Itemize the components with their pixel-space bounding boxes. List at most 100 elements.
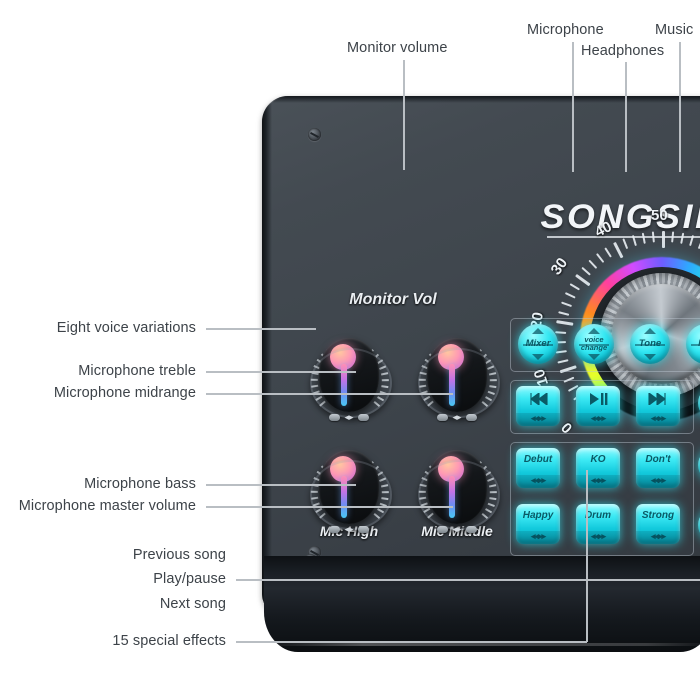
minus-pill-icon[interactable] (329, 414, 341, 421)
mic-button[interactable]: Mic (686, 324, 700, 364)
monitor-scale-tick (588, 259, 598, 269)
mic-middle-knob-controls[interactable]: ◂▸ (426, 412, 488, 423)
mic-vol-knob[interactable]: ◂▸ (418, 446, 500, 535)
previous-track-icon (530, 393, 548, 405)
mic-middle-knob-streak (449, 364, 455, 406)
button-texture (636, 413, 680, 426)
mic-knob-tick (427, 400, 434, 407)
chevron-texture-icon: ◂◂▸▸ (530, 531, 546, 541)
previous-song-button[interactable]: ◂◂▸▸ (516, 386, 560, 426)
monitor-knob-scale: 0102030405060708090100 (527, 207, 700, 447)
effect-dont-button[interactable]: Don't ◂◂▸▸ (636, 448, 680, 488)
label-play-pause: Play/pause (153, 571, 226, 587)
label-previous-song: Previous song (132, 547, 226, 563)
mic-knob-tick (488, 484, 497, 488)
mic-knob-tick (311, 385, 319, 388)
effect-drum-label: Drum (584, 510, 612, 521)
voice-change-button[interactable]: voice change (574, 324, 614, 364)
plus-pill-icon[interactable] (357, 414, 369, 421)
mic-knob-tick (485, 396, 493, 401)
chevron-texture-icon: ◂◂▸▸ (590, 531, 606, 541)
monitor-scale-tick (604, 247, 612, 258)
label-next-song: Next song (159, 596, 226, 612)
minus-pill-icon[interactable] (437, 414, 449, 421)
arrow-up-icon (588, 328, 600, 334)
button-texture (516, 413, 560, 426)
mic-knob-tick (377, 396, 385, 401)
effect-happy-label: Happy (522, 510, 554, 521)
monitor-scale-tick (662, 231, 665, 248)
brand-underline (547, 236, 700, 238)
mic-low-knob[interactable]: ◂▸ (310, 446, 392, 535)
monitor-scale-tick (613, 242, 624, 259)
extra-round-button[interactable] (698, 448, 700, 482)
mic-knob-tick (423, 396, 431, 401)
label-headphones: Headphones (581, 43, 665, 59)
mic-vol-knob-controls[interactable]: ◂▸ (426, 524, 488, 535)
mic-knob-tick (380, 484, 389, 488)
monitor-scale-number: 50 (651, 207, 668, 224)
tone-button[interactable]: Tone (630, 324, 670, 364)
button-divider (523, 344, 553, 346)
effect-debut-button[interactable]: Debut ◂◂▸▸ (516, 448, 560, 488)
mic-knob-tick (379, 477, 387, 482)
leader-monitor-volume (403, 60, 405, 170)
mic-knob-tick (488, 372, 497, 376)
mic-low-knob-controls[interactable]: ◂▸ (318, 524, 380, 535)
monitor-scale-tick (558, 311, 570, 316)
transport-button-group (510, 380, 694, 434)
mixer-button[interactable]: Mixer (518, 324, 558, 364)
chevron-texture-icon: ◂◂▸▸ (650, 413, 666, 423)
mic-knob-tick (311, 497, 319, 500)
leader-microphone-treble (206, 371, 356, 373)
leader-eight-voice-variations (206, 328, 316, 330)
adjust-arrows-icon: ◂▸ (344, 524, 354, 534)
monitor-knob-label: Monitor Vol (349, 291, 437, 308)
monitor-scale-tick (631, 235, 637, 247)
label-eight-voice-variations: Eight voice variations (56, 320, 196, 336)
play-pause-button[interactable]: ◂◂▸▸ (576, 386, 620, 426)
monitor-scale-number: 30 (547, 254, 571, 279)
mic-high-knob-controls[interactable]: ◂▸ (318, 412, 380, 423)
button-texture (516, 475, 560, 488)
monitor-scale-tick (596, 253, 605, 263)
effect-strong-button[interactable]: Strong ◂◂▸▸ (636, 504, 680, 544)
leader-microphone-master-volume (206, 506, 453, 508)
mic-knob-tick (319, 512, 326, 519)
label-microphone-midrange: Microphone midrange (53, 385, 196, 401)
panel-screw-icon (308, 128, 321, 141)
monitor-scale-tick (622, 238, 629, 250)
minus-pill-icon[interactable] (437, 526, 449, 533)
label-microphone-master-volume: Microphone master volume (18, 498, 196, 514)
mic-knob-tick (377, 508, 385, 513)
next-song-button[interactable]: ◂◂▸▸ (636, 386, 680, 426)
effect-ko-button[interactable]: KO ◂◂▸▸ (576, 448, 620, 488)
mic-high-knob-streak (341, 364, 347, 406)
mic-knob-tick (373, 512, 381, 519)
plus-pill-icon[interactable] (465, 526, 477, 533)
extra-round-button[interactable] (698, 508, 700, 542)
mic-middle-knob[interactable]: ◂▸ (418, 334, 500, 423)
mic-high-knob[interactable]: ◂▸ (310, 334, 392, 423)
effect-drum-button[interactable]: Drum ◂◂▸▸ (576, 504, 620, 544)
monitor-scale-tick (651, 231, 655, 243)
chevron-texture-icon: ◂◂▸▸ (650, 531, 666, 541)
plus-pill-icon[interactable] (357, 526, 369, 533)
leader-music (679, 42, 681, 172)
next-track-icon (648, 393, 666, 405)
mic-knob-tick (381, 497, 389, 500)
button-divider (579, 344, 609, 346)
arrow-up-icon (644, 328, 656, 334)
extra-round-button[interactable] (698, 386, 700, 420)
button-texture (636, 531, 680, 544)
play-pause-icon (590, 393, 608, 405)
device-front-edge (264, 556, 700, 652)
effect-strong-label: Strong (641, 510, 675, 521)
monitor-scale-tick (564, 292, 576, 299)
mic-knob-tick (481, 512, 489, 519)
effect-happy-button[interactable]: Happy ◂◂▸▸ (516, 504, 560, 544)
plus-pill-icon[interactable] (465, 414, 477, 421)
minus-pill-icon[interactable] (329, 526, 341, 533)
monitor-scale-tick (575, 274, 591, 287)
